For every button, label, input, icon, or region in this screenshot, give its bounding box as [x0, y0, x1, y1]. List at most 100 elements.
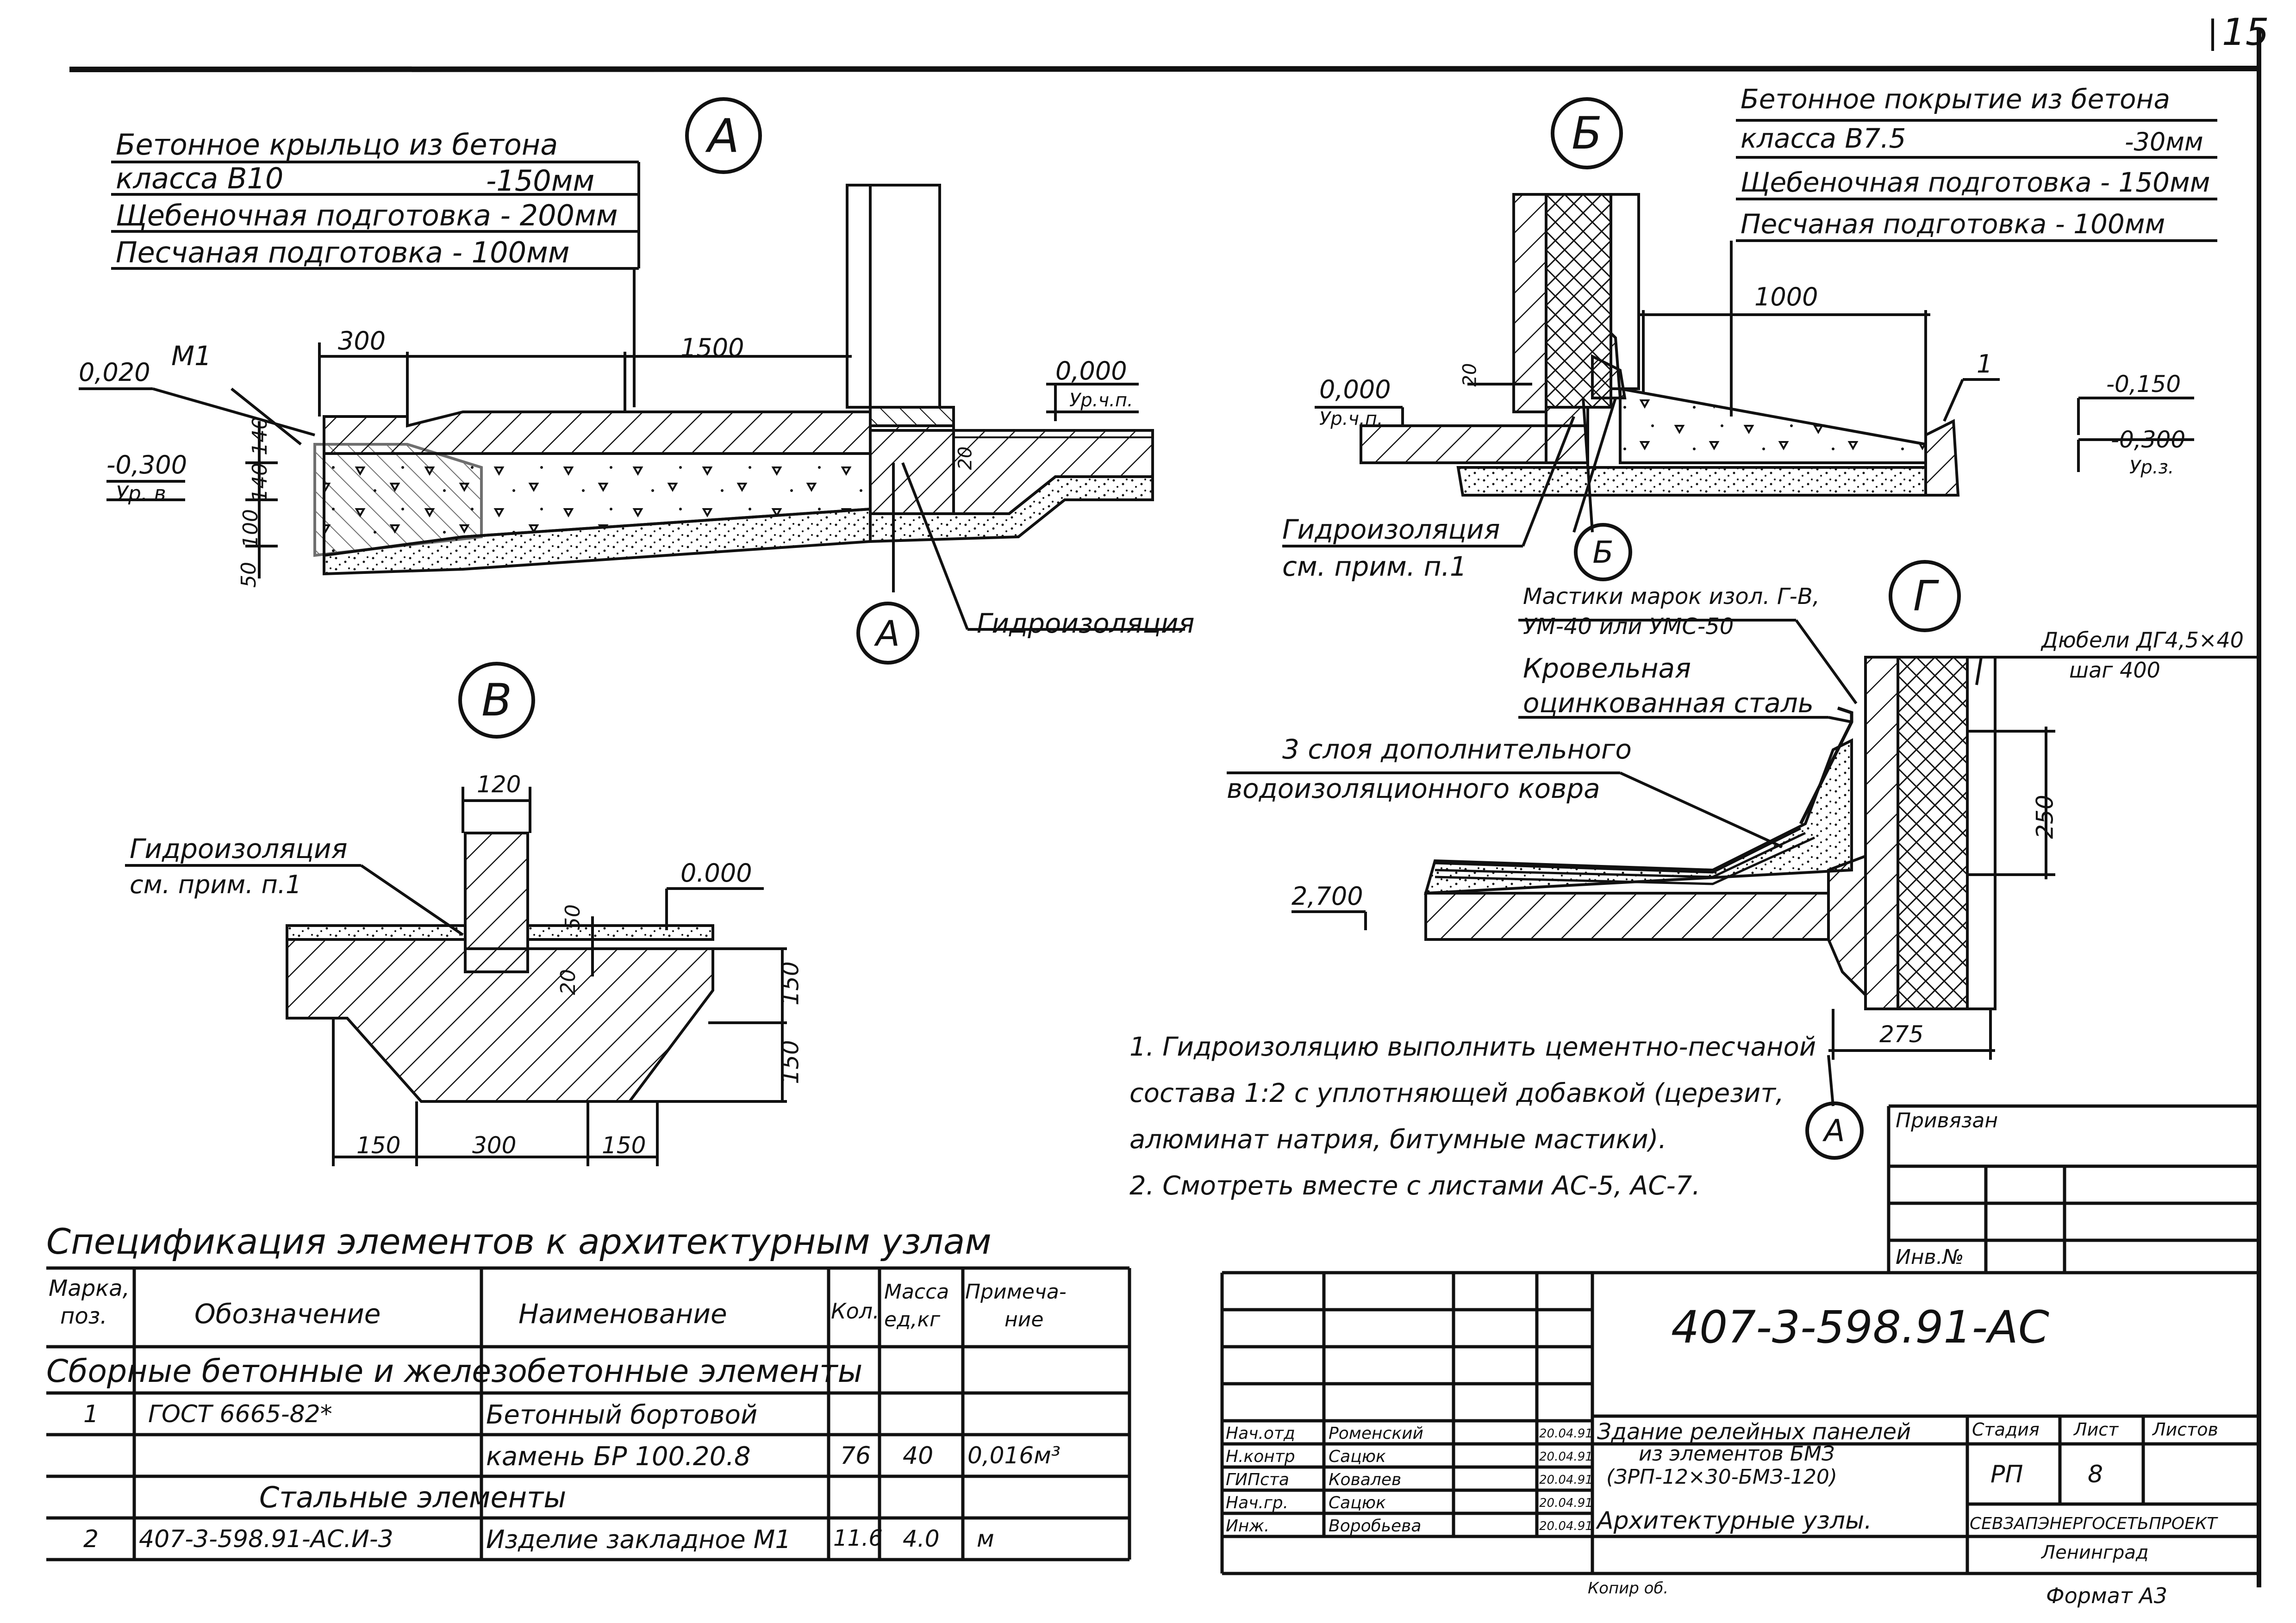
node-g-layers3b: водоизоляционного ковра	[1227, 773, 1600, 804]
stamp-org-2: Ленинград	[2041, 1542, 2149, 1563]
note-line-1: 1. Гидроизоляцию выполнить цементно-песч…	[1129, 1032, 1816, 1062]
stamp-date-2: 20.04.91	[1539, 1450, 1593, 1464]
node-a-marker: А	[685, 97, 762, 174]
stamp-format: Формат А3	[2046, 1583, 2167, 1608]
node-b-dim-20: 20	[1459, 363, 1481, 387]
spec-row1-mass: 40	[903, 1442, 934, 1470]
stamp-role-5: Инж.	[1226, 1517, 1270, 1536]
stamp-date-1: 20.04.91	[1539, 1427, 1593, 1441]
node-a-elev-right: 0,000	[1055, 356, 1127, 386]
spec-row1-qty: 76	[840, 1442, 871, 1470]
stamp-bound: Привязан	[1896, 1109, 1998, 1132]
stamp-date-3: 20.04.91	[1539, 1473, 1593, 1487]
node-a-level-b: Ур. в	[116, 482, 166, 505]
spec-h-mark2: поз.	[60, 1303, 107, 1329]
spec-h-qty: Кол.	[831, 1299, 880, 1324]
spec-row2-pos: 2	[83, 1525, 99, 1553]
node-a-layer-2: класса В10	[116, 162, 284, 195]
node-a-dim-300: 300	[338, 326, 386, 355]
node-v-hydro-2: см. прим. п.1	[130, 870, 302, 899]
node-g-marker: Г	[1889, 560, 1961, 632]
node-a-elev-left: 0,020	[79, 358, 150, 387]
node-b-hydro: Гидроизоляция	[1282, 514, 1500, 545]
stamp-date-4: 20.04.91	[1539, 1496, 1593, 1510]
node-g-dowels: Дюбели ДГ4,5×40	[2041, 628, 2244, 653]
spec-h-mass2: ед,кг	[884, 1308, 941, 1331]
stamp-inv: Инв.№	[1896, 1245, 1964, 1269]
node-b-marker: Б	[1551, 97, 1623, 169]
node-g-section-mark: А	[1805, 1101, 1864, 1160]
node-b-level-r: Ур.з.	[2129, 457, 2174, 478]
spec-table-grid	[46, 1266, 1131, 1561]
note-line-4: 2. Смотреть вместе с листами АС-5, АС-7.	[1129, 1171, 1701, 1201]
node-g-drawing	[1227, 619, 2259, 1107]
stamp-org: СЕВЗАПЭНЕРГОСЕТЬПРОЕКТ	[1970, 1514, 2217, 1533]
spec-h-note2: ние	[1004, 1308, 1044, 1331]
spec-section-2: Стальные элементы	[259, 1480, 567, 1514]
node-b-layer-1: Бетонное покрытие из бетона	[1741, 83, 2170, 115]
node-g-layers3: 3 слоя дополнительного	[1282, 734, 1632, 765]
note-line-3: алюминат натрия, битумные мастики).	[1129, 1125, 1667, 1155]
stamp-stage: РП	[1990, 1461, 2023, 1488]
spec-h-designation: Обозначение	[194, 1298, 381, 1330]
spec-h-note: Примеча-	[965, 1280, 1067, 1304]
stamp-name-4: Сацюк	[1329, 1493, 1386, 1512]
stamp-name-3: Ковалев	[1329, 1470, 1402, 1489]
note-line-2: состава 1:2 с уплотняющей добавкой (цере…	[1129, 1078, 1784, 1108]
spec-row2-note: м	[977, 1525, 994, 1552]
spec-row2-designation: 407-3-598.91-АС.И-3	[139, 1525, 393, 1553]
stamp-role-3: ГИПста	[1226, 1470, 1289, 1489]
spec-row1-pos: 1	[83, 1400, 99, 1428]
node-g-marker-label: Г	[1913, 572, 1937, 621]
node-b-layer-3: Щебеночная подготовка - 150мм	[1741, 167, 2210, 198]
node-g-roof-steel: Кровельная	[1523, 653, 1691, 684]
title-block-grid	[1220, 1104, 2259, 1575]
node-b-marker-label: Б	[1572, 107, 1602, 159]
node-a-dim-100: 100	[238, 509, 262, 548]
node-a-layer-4: Песчаная подготовка - 100мм	[116, 236, 570, 269]
stamp-copied: Копир об.	[1588, 1579, 1669, 1598]
node-a-marker-label: А	[707, 108, 740, 163]
sheet-frame	[69, 19, 2261, 1587]
stamp-role-1: Нач.отд	[1226, 1424, 1295, 1443]
node-a-dim-140a: 140	[248, 417, 272, 455]
node-b-elev-left: 0,000	[1319, 375, 1391, 404]
spec-row1-name2: камень БР 100.20.8	[486, 1442, 751, 1472]
node-a-elev-lower: -0,300	[106, 450, 187, 479]
node-a-level-right: Ур.ч.п.	[1069, 390, 1133, 411]
node-b-elev-r2: -0,300	[2111, 426, 2186, 453]
stamp-role-4: Нач.гр.	[1226, 1493, 1289, 1512]
spec-h-mass: Масса	[884, 1280, 949, 1304]
node-a-section-mark-label: А	[876, 612, 900, 654]
node-v-marker: В	[458, 662, 535, 739]
stamp-name-1: Роменский	[1329, 1424, 1423, 1443]
page-number: 15	[2222, 11, 2269, 54]
stamp-sheet: 8	[2088, 1461, 2103, 1488]
spec-h-name: Наименование	[518, 1298, 727, 1330]
node-a-layer-3: Щебеночная подготовка - 200мм	[116, 199, 618, 232]
node-g-roof-steel-2: оцинкованная сталь	[1523, 687, 1814, 719]
node-b-callout-1: 1	[1977, 349, 1993, 379]
spec-title: Спецификация элементов к архитектурным у…	[46, 1221, 992, 1262]
stamp-object-3: (ЗРП-12×30-БМЗ-120)	[1606, 1465, 1837, 1489]
node-g-mastic: Мастики марок изол. Г-В,	[1523, 584, 1820, 609]
node-a-section-mark: А	[856, 602, 919, 665]
node-b-layer-4: Песчаная подготовка - 100мм	[1741, 208, 2165, 240]
node-v-dim-120: 120	[477, 771, 521, 798]
spec-row2-name: Изделие закладное М1	[486, 1525, 791, 1554]
node-v-hydro: Гидроизоляция	[130, 833, 348, 864]
spec-row1-note: 0,016м³	[967, 1442, 1061, 1469]
node-a-dim-20: 20	[955, 446, 976, 470]
node-v-dim-b2: 300	[472, 1132, 517, 1159]
stamp-name-5: Воробьева	[1329, 1517, 1422, 1536]
node-b-drawing	[1282, 119, 2217, 547]
spec-row1-name: Бетонный бортовой	[486, 1400, 758, 1430]
node-a-dim-140b: 140	[248, 463, 272, 502]
node-a-m1: М1	[171, 340, 212, 372]
node-g-section-mark-label: А	[1824, 1113, 1845, 1149]
node-b-elev-r1: -0,150	[2106, 371, 2181, 398]
stamp-object: Здание релейных панелей	[1597, 1419, 1911, 1445]
node-v-dim-50: 50	[561, 904, 585, 930]
spec-row2-qty: 11.6	[833, 1525, 883, 1551]
